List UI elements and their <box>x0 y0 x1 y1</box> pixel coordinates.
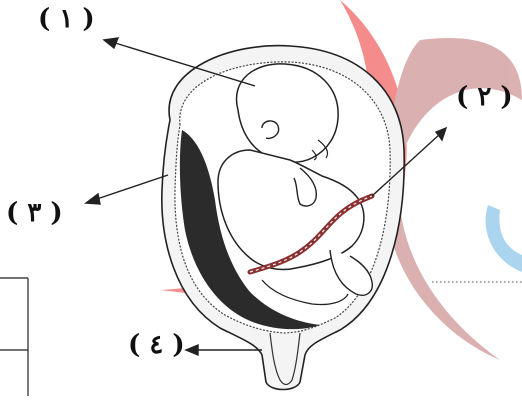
arrow-1-head <box>104 38 118 48</box>
label-1: ( ١ ) <box>38 4 95 34</box>
watermark-blue-arc <box>486 205 522 272</box>
side-table-lines <box>0 278 28 396</box>
label-3: ( ٣ ) <box>6 198 63 228</box>
arrow-3 <box>94 175 168 200</box>
arrow-2-head <box>436 128 446 140</box>
label-4: ( ٤ ) <box>128 330 185 360</box>
label-2: ( ٢ ) <box>456 82 513 112</box>
arrow-3-head <box>86 194 100 204</box>
arrow-4-head <box>186 345 198 355</box>
